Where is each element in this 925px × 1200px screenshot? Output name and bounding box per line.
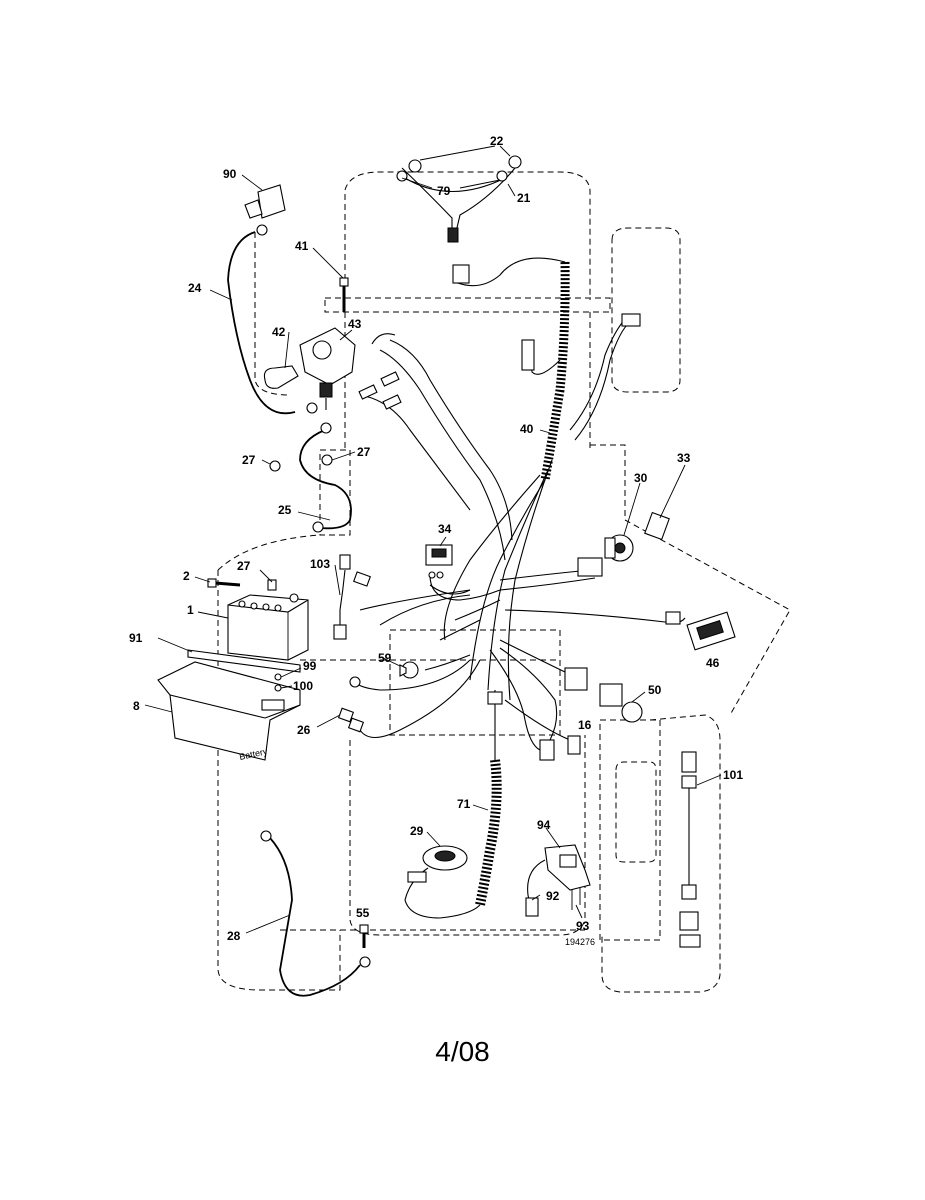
callout-22: 22 <box>490 134 504 148</box>
headlight-bulb-left <box>396 159 422 182</box>
callout-30: 30 <box>634 471 648 485</box>
callout-94: 94 <box>537 818 551 832</box>
callout-24: 24 <box>188 281 202 295</box>
part-33 <box>644 511 670 541</box>
callout-79: 79 <box>437 184 451 198</box>
callout-34: 34 <box>438 522 452 536</box>
callouts: 22 79 21 90 41 24 42 43 27 27 40 25 34 3… <box>129 134 743 943</box>
battery-1 <box>227 593 309 661</box>
callout-91: 91 <box>129 631 143 645</box>
callout-42: 42 <box>272 325 286 339</box>
boot-42 <box>263 365 299 389</box>
headlight-assembly <box>396 145 522 243</box>
washer-100 <box>274 684 282 692</box>
callout-29: 29 <box>410 824 424 838</box>
leader-lines <box>144 174 722 934</box>
ground-cable-28 <box>269 837 361 997</box>
part-29 <box>404 845 481 919</box>
ignition-switch <box>604 534 634 562</box>
callout-28: 28 <box>227 929 241 943</box>
part-59 <box>399 661 419 679</box>
callout-101: 101 <box>723 768 743 782</box>
battery-bolt <box>207 578 277 591</box>
callout-2: 2 <box>183 569 190 583</box>
callout-92: 92 <box>546 889 560 903</box>
connector-16 <box>567 735 581 755</box>
screw-99 <box>274 673 282 681</box>
ground-eyelet <box>349 676 361 688</box>
connector-26 <box>337 707 365 733</box>
callout-71: 71 <box>457 797 471 811</box>
callout-26: 26 <box>297 723 311 737</box>
switch-50 <box>599 683 643 723</box>
callout-43: 43 <box>348 317 362 331</box>
callout-27c: 27 <box>237 559 251 573</box>
headlight-bulb-right <box>496 155 522 182</box>
cable-eyelet <box>306 402 318 414</box>
starter-solenoid <box>299 327 356 410</box>
harness-branches <box>354 333 686 761</box>
callout-59: 59 <box>378 651 392 665</box>
callout-41: 41 <box>295 239 309 253</box>
callout-103: 103 <box>310 557 330 571</box>
switch-assembly-94 <box>525 844 591 917</box>
hold-down-strap <box>187 649 301 673</box>
chassis-outline <box>217 171 791 993</box>
harness-101 <box>679 751 701 948</box>
callout-40: 40 <box>520 422 534 436</box>
callout-27b: 27 <box>357 445 371 459</box>
callout-100: 100 <box>293 679 313 693</box>
callout-46: 46 <box>706 656 720 670</box>
callout-16: 16 <box>578 718 592 732</box>
battery-tray <box>157 661 301 761</box>
fuse-holder-103 <box>333 554 371 640</box>
module-46 <box>686 611 736 651</box>
nut-27 <box>269 460 281 472</box>
bolt-55 <box>359 924 369 948</box>
page-date-code: 4/08 <box>435 1036 490 1067</box>
part-90-cover <box>244 184 286 219</box>
switch-34 <box>425 544 501 601</box>
drawing-number: 194276 <box>565 937 595 947</box>
callout-33: 33 <box>677 451 691 465</box>
battery-cable-25 <box>299 429 352 530</box>
callout-55: 55 <box>356 906 370 920</box>
cable-eyelet <box>256 224 268 236</box>
callout-90: 90 <box>223 167 237 181</box>
callout-27a: 27 <box>242 453 256 467</box>
conduit-71 <box>475 759 502 906</box>
main-harness-conduit <box>443 257 641 701</box>
battery-cable-24 <box>227 231 296 415</box>
callout-93: 93 <box>576 919 590 933</box>
callout-99: 99 <box>303 659 317 673</box>
callout-25: 25 <box>278 503 292 517</box>
callout-8: 8 <box>133 699 140 713</box>
bolt-41 <box>339 277 349 312</box>
callout-50: 50 <box>648 683 662 697</box>
callout-21: 21 <box>517 191 531 205</box>
nut-27 <box>321 454 333 466</box>
callout-1: 1 <box>187 603 194 617</box>
